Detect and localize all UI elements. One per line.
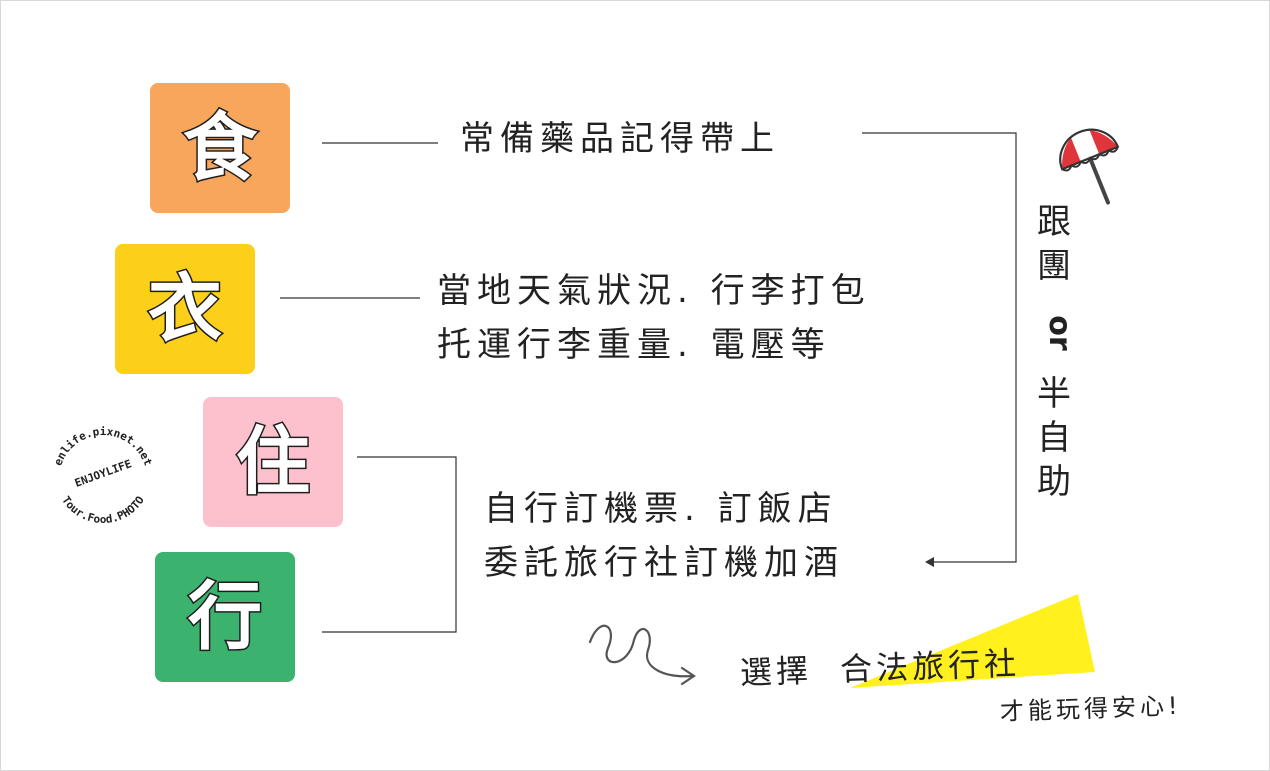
note-booking-line2: 委託旅行社訂機加酒 [484, 543, 844, 583]
side-label-char3: 半 [1037, 374, 1071, 414]
note-medicine: 常備藥品記得帶上 [460, 119, 780, 159]
note-booking-line1: 自行訂機票. 訂飯店 [484, 489, 838, 529]
watermark-stamp: enlife.pixnet.net ENJOYLIFE Tour.Food.PH… [51, 425, 154, 527]
bracket-lodging-transport [322, 456, 457, 633]
tile-food: 食 [150, 83, 290, 213]
tile-lodging-char: 住 [235, 419, 312, 505]
stamp-middle-text: ENJOYLIFE [73, 457, 133, 490]
tile-clothing-char: 衣 [147, 266, 224, 352]
tile-lodging: 住 [203, 397, 343, 527]
choose-prefix: 選擇 [739, 651, 813, 692]
arrow-head [925, 557, 934, 567]
tile-clothing: 衣 [115, 244, 255, 374]
note-weather-line1: 當地天氣狀況. 行李打包 [437, 271, 871, 311]
side-label-or: or [1042, 315, 1077, 351]
highlight-wedge [850, 594, 1095, 688]
side-label: 跟 團 or 半 自 助 [1032, 202, 1077, 509]
note-weather-line2: 托運行李重量. 電壓等 [437, 325, 831, 365]
tile-food-char: 食 [182, 105, 259, 191]
beach-umbrella-icon [1059, 128, 1120, 205]
side-label-char4: 自 [1037, 418, 1071, 458]
choose-highlight: 合法旅行社 [839, 644, 1021, 689]
side-label-char5: 助 [1037, 462, 1071, 502]
squiggle-arrow-icon [588, 624, 696, 686]
tagline: 才能玩得安心! [999, 691, 1183, 726]
side-label-char2: 團 [1037, 246, 1071, 286]
bracket-right [862, 132, 1017, 563]
stamp-bottom-text: Tour.Food.PHOTO [59, 494, 147, 527]
tile-transport: 行 [155, 552, 295, 682]
side-label-char1: 跟 [1037, 202, 1071, 242]
svg-text:Tour.Food.PHOTO: Tour.Food.PHOTO [59, 494, 147, 527]
svg-text:enlife.pixnet.net: enlife.pixnet.net [51, 425, 154, 468]
choose-line: 選擇 合法旅行社 [739, 644, 1021, 692]
tile-transport-char: 行 [187, 574, 264, 660]
stamp-top-text: enlife.pixnet.net [51, 425, 154, 468]
